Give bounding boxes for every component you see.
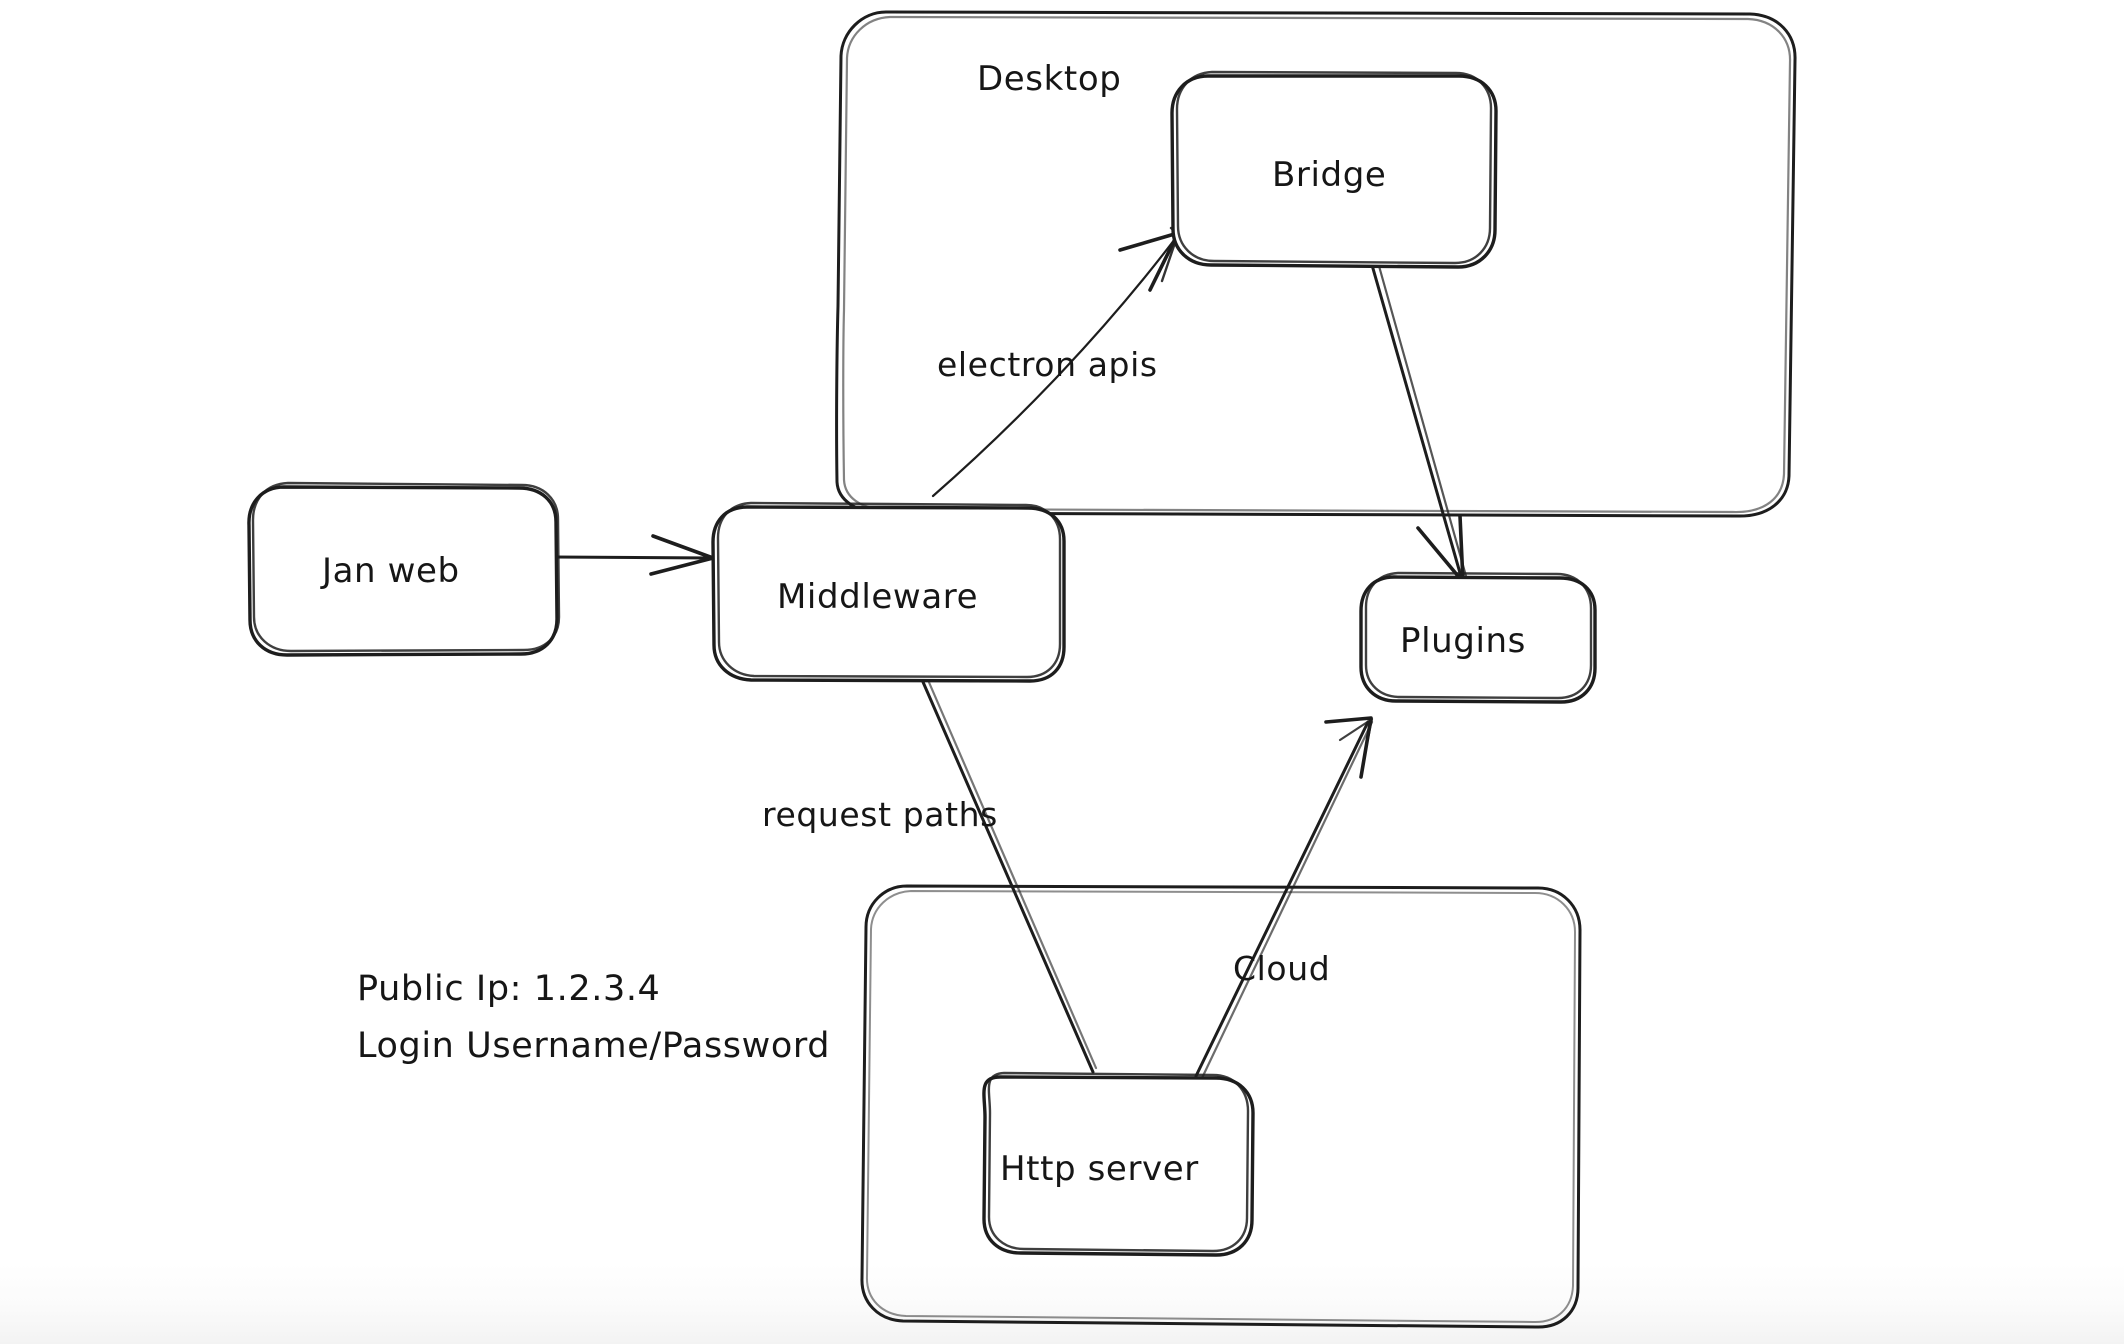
node-plugins-box-second [1364, 571, 1593, 700]
node-jan-web-label: Jan web [320, 551, 460, 591]
note-login: Login Username/Password [357, 1026, 830, 1066]
node-bridge-box [1170, 74, 1498, 269]
node-http-server-box-second [987, 1071, 1250, 1253]
edge-label-electron-apis: electron apis [937, 345, 1158, 384]
group-desktop-border [835, 10, 1797, 518]
node-bridge[interactable]: Bridge [1170, 70, 1498, 269]
node-jan-web-box [247, 485, 559, 657]
group-desktop-label: Desktop [977, 59, 1121, 99]
note-public-ip: Public Ip: 1.2.3.4 [357, 969, 660, 1009]
edge-jan-web-to-middleware[interactable] [551, 534, 715, 576]
edge-http-server-to-plugins[interactable] [1194, 716, 1374, 1080]
group-cloud-border [860, 884, 1582, 1329]
edge-label-cloud: Cloud [1233, 949, 1330, 988]
edge-http-server-to-plugins-arrowhead-extra [1338, 717, 1374, 750]
edge-http-server-to-plugins-arrowhead [1324, 716, 1373, 779]
edge-bridge-to-plugins-line [1370, 263, 1464, 582]
node-middleware-box-second [716, 501, 1062, 679]
edge-middleware-to-http-server-line-second [926, 678, 1098, 1070]
node-plugins[interactable]: Plugins [1359, 571, 1597, 704]
node-bridge-box-second [1175, 70, 1493, 265]
edge-middleware-to-bridge-line [931, 233, 1180, 498]
edge-bridge-to-plugins[interactable] [1370, 263, 1468, 584]
node-jan-web-box-second [251, 481, 561, 653]
edge-jan-web-to-middleware-line [551, 555, 714, 560]
edge-http-server-to-plugins-line-second [1200, 720, 1374, 1080]
node-middleware-label: Middleware [777, 577, 978, 617]
node-http-server-label: Http server [1000, 1149, 1199, 1189]
node-http-server[interactable]: Http server [982, 1071, 1255, 1257]
node-plugins-box [1359, 575, 1597, 704]
group-desktop-border-second [842, 15, 1792, 514]
group-cloud-border-second [865, 890, 1576, 1324]
node-jan-web[interactable]: Jan web [247, 481, 561, 657]
group-cloud[interactable] [860, 884, 1582, 1329]
edge-middleware-to-http-server-line [921, 680, 1095, 1074]
edge-bridge-to-plugins-line-second [1377, 264, 1468, 578]
edge-label-request-paths: request paths [762, 795, 998, 834]
node-middleware[interactable]: Middleware [711, 501, 1066, 683]
group-desktop[interactable] [835, 10, 1797, 518]
node-http-server-box [982, 1075, 1255, 1257]
node-bridge-label: Bridge [1272, 155, 1386, 195]
edge-middleware-to-http-server[interactable] [921, 678, 1098, 1074]
edge-jan-web-to-middleware-arrowhead [649, 534, 715, 576]
node-plugins-label: Plugins [1400, 621, 1526, 661]
edge-http-server-to-plugins-line [1194, 720, 1370, 1078]
node-middleware-box [711, 505, 1066, 683]
